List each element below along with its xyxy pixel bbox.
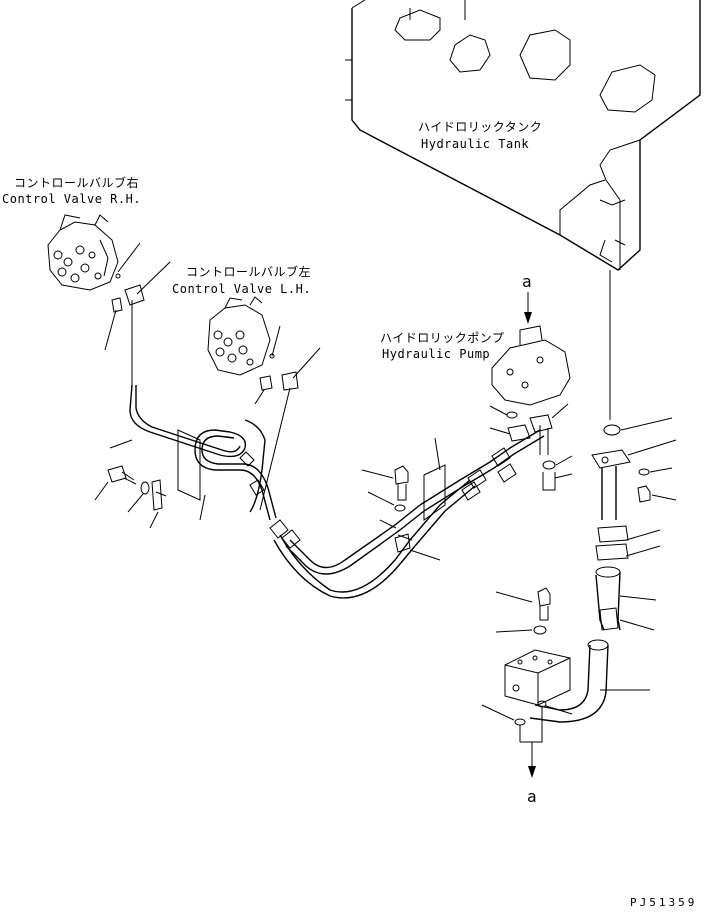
suction-line <box>529 417 677 723</box>
pump-flanges <box>489 403 573 491</box>
pump-label-jp: ハイドロリックポンプ <box>380 331 504 345</box>
control-valve-rh <box>47 214 119 291</box>
tank-label-en: Hydraulic Tank <box>421 137 529 151</box>
pipe-assembly <box>129 384 545 599</box>
ref-a-top: a <box>522 272 532 291</box>
cv-lh-label-en: Control Valve L.H. <box>172 282 311 296</box>
pump-label-en: Hydraulic Pump <box>382 347 490 361</box>
cv-lh-fittings <box>254 325 321 511</box>
control-valve-lh <box>207 296 271 376</box>
ref-a-bottom: a <box>527 787 537 806</box>
cv-rh-label-en: Control Valve R.H. <box>2 192 141 206</box>
tank-label-jp: ハイドロリックタンク <box>418 120 542 134</box>
hydraulic-pump <box>491 325 571 406</box>
cv-rh-label-jp: コントロールバルブ右 <box>14 175 139 190</box>
hydraulic-tank <box>345 0 701 271</box>
cv-lh-label-jp: コントロールバルブ左 <box>186 264 311 279</box>
cv-rh-fittings <box>104 242 171 385</box>
center-bolts <box>361 465 441 561</box>
drawing-code: PJ51359 <box>630 896 697 908</box>
lower-block <box>481 587 573 778</box>
left-hardware <box>94 439 206 529</box>
